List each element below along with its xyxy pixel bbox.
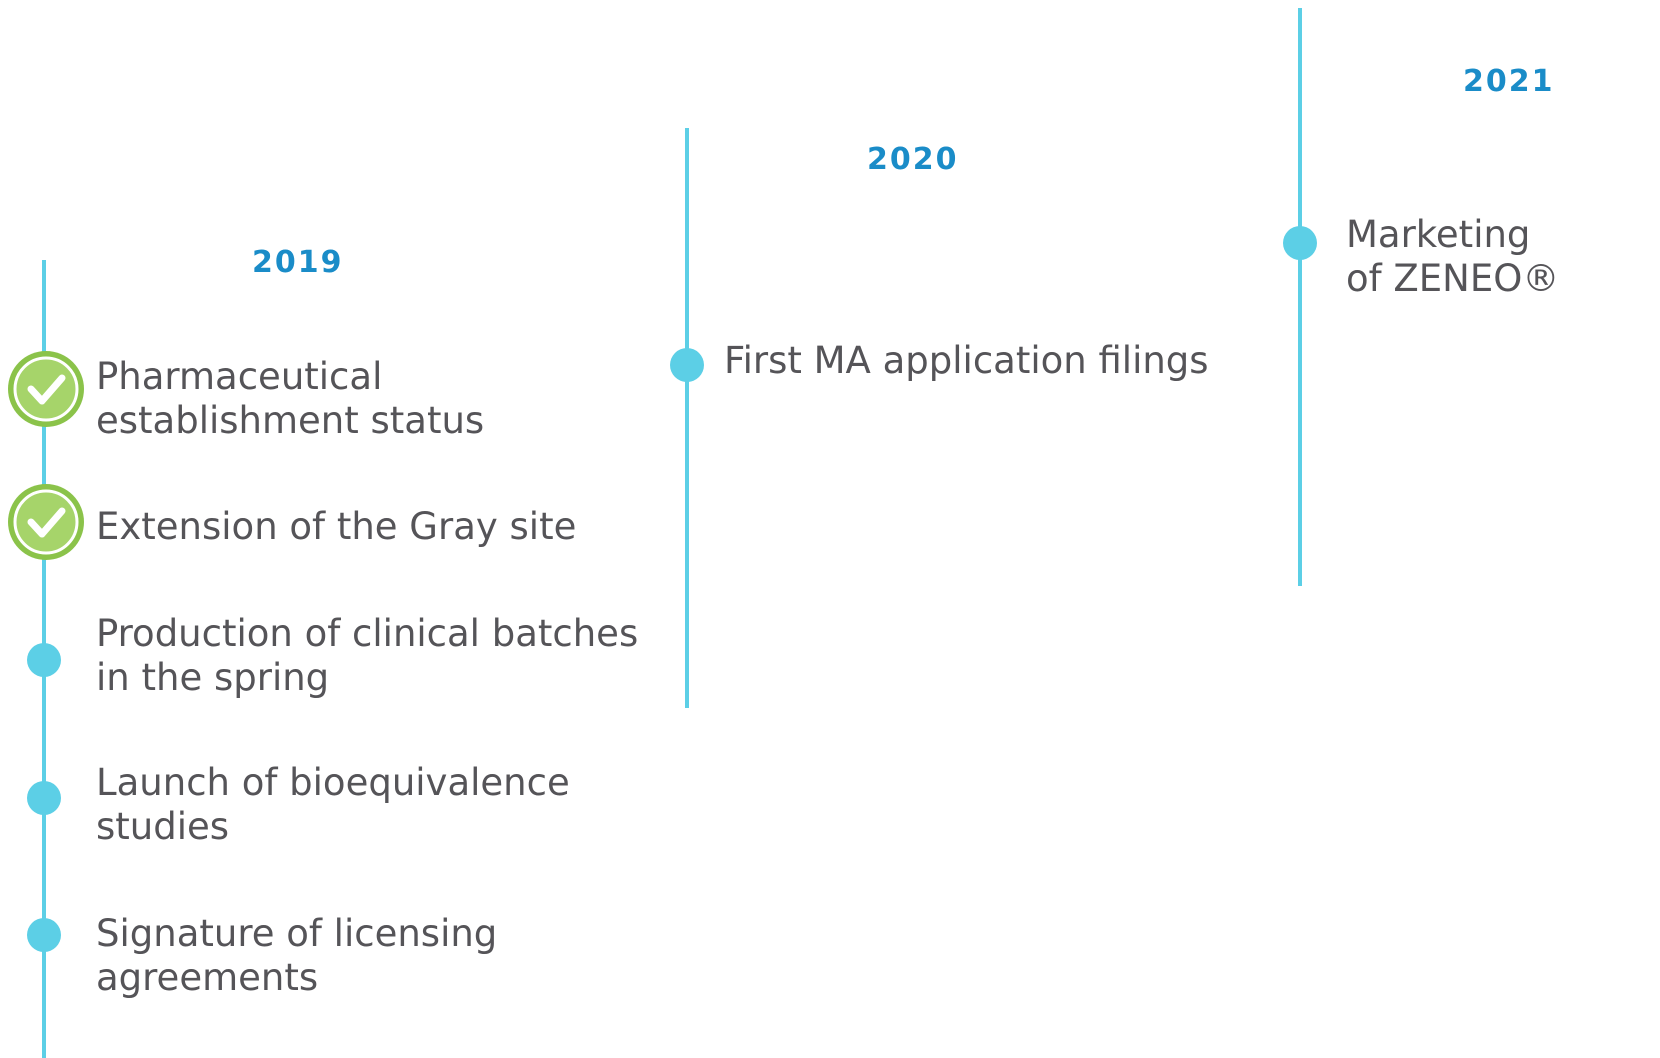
timeline-dot: [27, 918, 61, 952]
event-zeneo-marketing: Marketing of ZENEO®: [1346, 213, 1560, 300]
timeline-dot: [1283, 226, 1317, 260]
timeline-line-2021: [1298, 8, 1302, 586]
check-icon: [6, 349, 86, 429]
event-ma-filings: First MA application filings: [724, 339, 1209, 382]
timeline-line-2020: [685, 128, 689, 708]
timeline-dot: [670, 348, 704, 382]
year-label-2019: 2019: [252, 245, 344, 280]
event-bioequivalence-studies: Launch of bioequivalence studies: [96, 761, 570, 848]
timeline-dot: [27, 643, 61, 677]
event-clinical-batches: Production of clinical batches in the sp…: [96, 612, 639, 699]
check-icon: [6, 482, 86, 562]
year-label-2021: 2021: [1463, 64, 1555, 99]
timeline-dot: [27, 781, 61, 815]
event-licensing-agreements: Signature of licensing agreements: [96, 912, 498, 999]
year-label-2020: 2020: [867, 142, 959, 177]
event-gray-site-extension: Extension of the Gray site: [96, 505, 577, 548]
event-pharmaceutical-status: Pharmaceutical establishment status: [96, 355, 485, 442]
